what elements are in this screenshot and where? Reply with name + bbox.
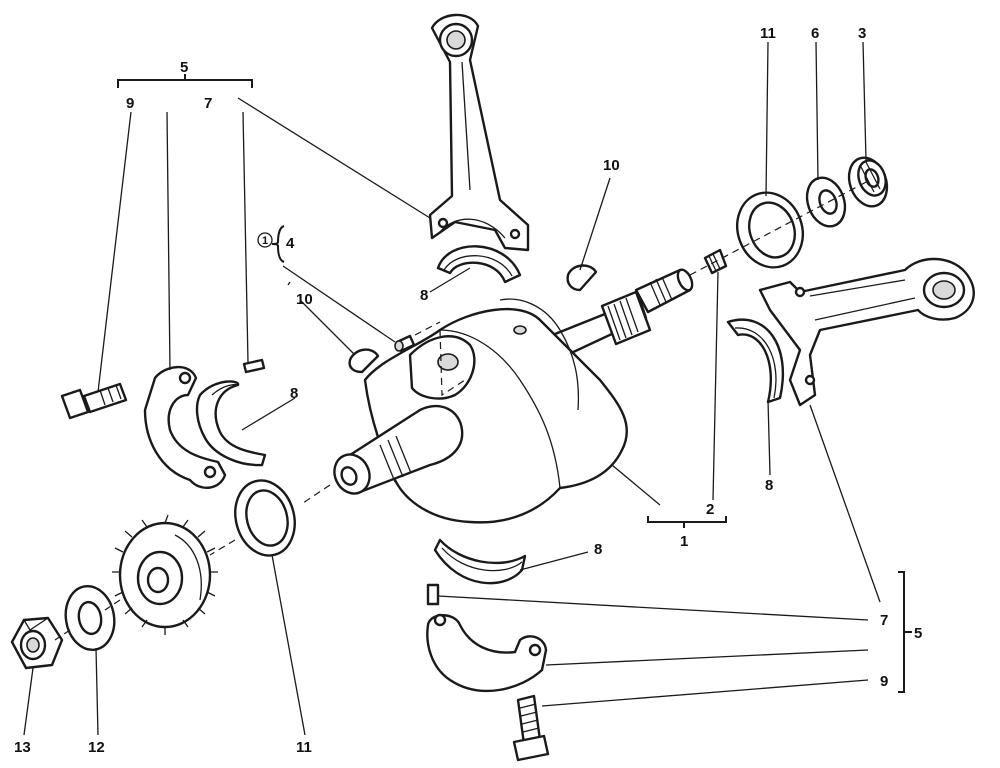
callout-9-top: 9 (126, 95, 134, 112)
callout-5-right: 5 (914, 625, 922, 642)
callout-2: 2 (706, 501, 714, 518)
leader-lines (23, 41, 881, 736)
dowel-pin-bottom (426, 583, 440, 606)
rod-cap-bottom (426, 613, 548, 693)
callout-6: 6 (811, 25, 819, 42)
callout-8-bottom: 8 (594, 541, 602, 558)
connecting-rod-upper (428, 13, 530, 252)
bearing-shell-left (195, 380, 267, 467)
callout-4-circle-label: 1 (262, 235, 268, 247)
brace-5-top (117, 74, 253, 88)
washer-left (64, 585, 116, 651)
callout-3: 3 (858, 25, 866, 42)
nut (10, 616, 64, 670)
timing-gear (112, 514, 218, 635)
callout-4: 4 (286, 235, 295, 252)
bearing-shell-bottom (433, 538, 527, 585)
washer-right (805, 176, 847, 228)
shim-right (736, 191, 804, 269)
plug (394, 334, 416, 353)
bolt-left (60, 382, 128, 420)
connecting-rod-right (758, 257, 975, 407)
callout-7-right: 7 (880, 612, 888, 629)
callout-10-right: 10 (603, 157, 620, 174)
callout-11-top: 11 (760, 25, 776, 42)
callout-5-top: 5 (180, 59, 188, 76)
brace-5-right (898, 571, 912, 693)
callout-8-top: 8 (420, 287, 428, 304)
callout-11-bottom: 11 (296, 739, 312, 756)
axis-gear-assembly (54, 539, 236, 641)
callout-9-right: 9 (880, 673, 888, 690)
callout-7-top: 7 (204, 95, 212, 112)
callout-8-left: 8 (290, 385, 298, 402)
bearing-shell-upper (436, 245, 522, 284)
axis-plug (414, 321, 441, 336)
callout-13: 13 (14, 739, 31, 756)
bolt-bottom (512, 694, 550, 762)
bearing-shell-right (726, 318, 785, 404)
callout-12: 12 (88, 739, 105, 756)
brace-4 (271, 225, 285, 263)
ring-nut (847, 156, 889, 208)
shim-left (234, 479, 296, 557)
callout-1: 1 (680, 533, 688, 550)
crankshaft (333, 268, 694, 524)
woodruff-key-left (348, 348, 380, 374)
callout-8-right: 8 (765, 477, 773, 494)
rod-cap-left (143, 365, 227, 489)
callout-circle-1 (257, 232, 273, 248)
axis-right-assembly (689, 179, 871, 276)
dowel-pin-left (242, 358, 266, 374)
callout-10-left: 10 (296, 291, 313, 308)
axis-left-assembly (299, 484, 331, 506)
brace-1 (647, 516, 727, 528)
woodruff-key-right (566, 264, 598, 292)
